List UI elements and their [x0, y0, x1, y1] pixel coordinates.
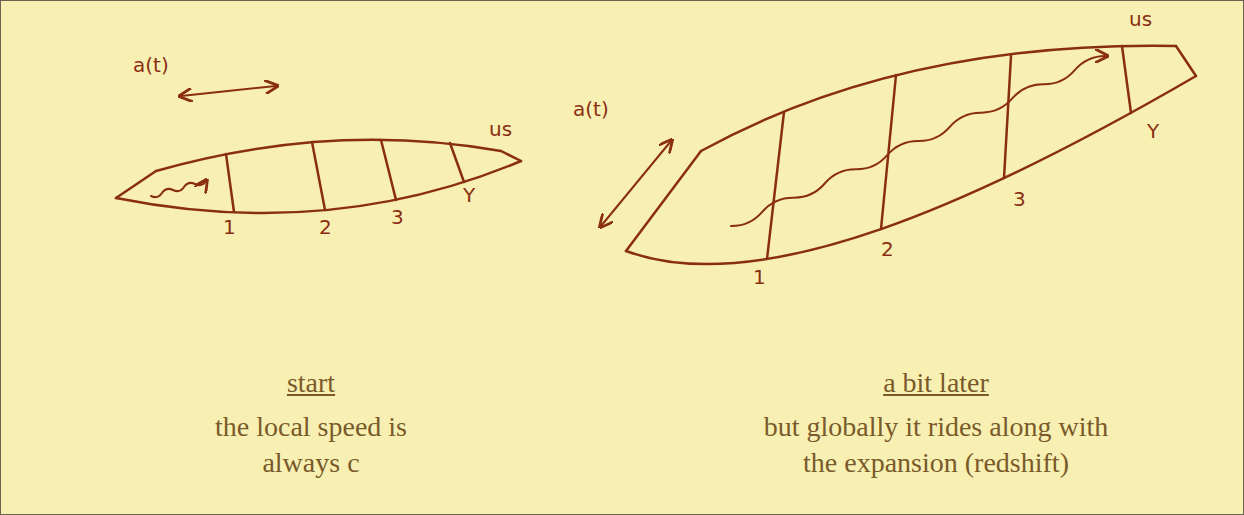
- panel-caption: but globally it rides along with the exp…: [751, 409, 1121, 481]
- scale-arrow: [181, 86, 276, 96]
- grid-number: 3: [1013, 187, 1026, 211]
- ribbon-edge: [1176, 46, 1196, 76]
- ribbon-edge: [626, 151, 701, 251]
- grid-line: [1122, 46, 1131, 113]
- observer-label: us: [1129, 7, 1152, 31]
- grid-line: [450, 143, 464, 182]
- scale-arrow: [601, 141, 671, 226]
- light-wave: [731, 56, 1106, 226]
- scale-factor-label: a(t): [573, 97, 609, 121]
- grid-number: 2: [319, 215, 332, 239]
- grid-number: Y: [463, 183, 475, 207]
- grid-line: [312, 142, 325, 210]
- grid-number: 1: [753, 265, 766, 289]
- grid-number: 3: [391, 205, 404, 229]
- panel-heading: start: [161, 365, 461, 401]
- grid-line: [381, 140, 396, 200]
- grid-number: 1: [223, 215, 236, 239]
- grid-line: [767, 112, 784, 259]
- grid-line: [1004, 56, 1011, 178]
- ribbon-edge: [626, 76, 1196, 264]
- grid-number: 2: [881, 237, 894, 261]
- grid-line: [226, 154, 234, 212]
- panel-heading: a bit later: [756, 365, 1116, 401]
- observer-label: us: [489, 117, 512, 141]
- grid-line: [881, 75, 896, 229]
- panel-caption: the local speed is always c: [191, 409, 431, 481]
- grid-number: Y: [1147, 119, 1159, 143]
- scale-factor-label: a(t): [133, 53, 169, 77]
- ribbon-edge: [116, 171, 156, 198]
- ribbon-edge: [501, 151, 521, 161]
- light-wave: [151, 181, 206, 197]
